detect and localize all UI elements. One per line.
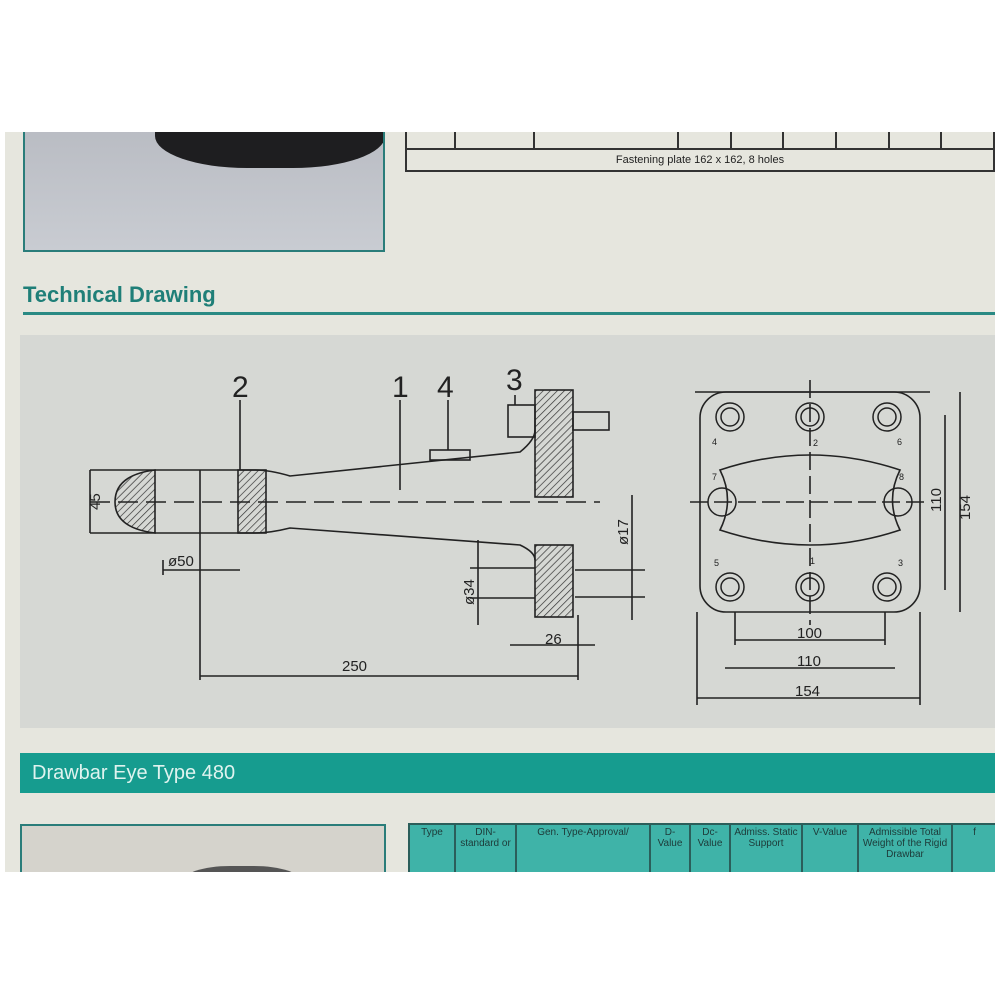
side-view <box>89 380 961 705</box>
product-image-bottom <box>20 824 386 872</box>
dim-height: 45 <box>87 493 104 510</box>
divider <box>23 312 995 315</box>
section-title: Technical Drawing <box>23 282 216 307</box>
col-dc-value: Dc-Value <box>689 823 731 872</box>
dim-vertical-spacing: 110 <box>928 488 945 512</box>
hole-number: 6 <box>897 437 902 447</box>
col-type: Type <box>408 823 456 872</box>
plate-holes <box>707 402 913 602</box>
dim-plate-height: 154 <box>957 495 974 520</box>
col-din: DIN-standard or <box>454 823 517 872</box>
col-total-weight: Admissible Total Weight of the Rigid Dra… <box>857 823 953 872</box>
col-f: f <box>951 823 995 872</box>
hole-number: 2 <box>813 438 818 448</box>
hole-number: 3 <box>898 558 903 568</box>
col-static-support: Admiss. Static Support <box>729 823 803 872</box>
part-label-1: 1 <box>392 371 409 404</box>
hole-number: 5 <box>714 558 719 568</box>
hole-number: 1 <box>810 556 815 566</box>
dim-flange-thickness: 26 <box>545 631 562 648</box>
hole-number: 8 <box>899 472 904 482</box>
product-photo-shape <box>182 866 302 872</box>
product-title-bar: Drawbar Eye Type 480 <box>20 753 995 793</box>
part-label-4: 4 <box>437 371 454 404</box>
dim-eye-diameter: ø50 <box>168 553 194 570</box>
product-image-top <box>23 132 385 252</box>
dim-hole-spacing: 110 <box>797 653 821 670</box>
dim-neck-diameter: ø34 <box>461 579 478 605</box>
col-approval: Gen. Type-Approval/ <box>515 823 651 872</box>
dim-length: 250 <box>342 658 367 675</box>
fastening-plate-note: Fastening plate 162 x 162, 8 holes <box>405 148 995 172</box>
part-label-2: 2 <box>232 371 249 404</box>
product-photo-shape <box>155 132 383 168</box>
col-d-value: D-Value <box>649 823 691 872</box>
part-label-3: 3 <box>506 364 523 397</box>
spec-table-bottom: Type DIN-standard or Gen. Type-Approval/… <box>408 823 995 872</box>
technical-drawing-area <box>20 335 995 728</box>
dim-hole-diameter: ø17 <box>615 519 632 545</box>
dim-plate-width: 154 <box>795 683 820 700</box>
hole-number: 4 <box>712 437 717 447</box>
hole-number: 7 <box>712 472 717 482</box>
dim-hole-spacing-inner: 100 <box>797 625 822 642</box>
document-photo: Fastening plate 162 x 162, 8 holes Techn… <box>5 132 995 872</box>
col-v-value: V-Value <box>801 823 859 872</box>
spec-table-top: Fastening plate 162 x 162, 8 holes <box>405 132 995 172</box>
